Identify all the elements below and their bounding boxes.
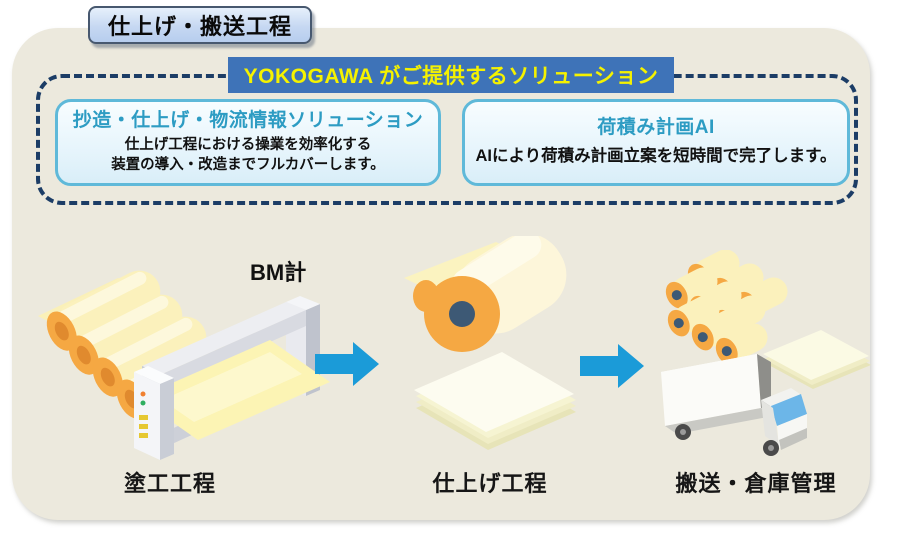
step-label-coating: 塗工工程 [123, 471, 216, 496]
solutions-banner: YOKOGAWA がご提供するソリューション [228, 57, 674, 93]
step-label-finishing: 仕上げ工程 [432, 471, 548, 496]
bm-gauge-label: BM計 [250, 260, 307, 285]
solution-card-title: 荷積み計画AI [597, 117, 715, 139]
solution-body-line: 仕上げ工程における操業を効率化する [124, 137, 372, 154]
paper-roll-icon [92, 316, 207, 397]
page-title-text: 仕上げ・搬送工程 [107, 14, 292, 39]
paper-roll-icon [46, 270, 161, 351]
solution-body-line: 装置の導入・改造までフルカバーします。 [111, 157, 385, 174]
solution-card-finishing-logistics: 抄造・仕上げ・物流情報ソリューション 仕上げ工程における操業を効率化する 装置の… [55, 99, 441, 186]
bm-gauge-machine-icon [134, 296, 330, 460]
roll-stack-sheets-truck-icon [661, 250, 871, 456]
solution-card-loading-plan-ai: 荷積み計画AI AIにより荷積み計画立案を短時間で完了します。 [462, 99, 850, 186]
step-label-transport-warehouse: 搬送・倉庫管理 [675, 471, 837, 496]
solution-card-title: 抄造・仕上げ・物流情報ソリューション [72, 109, 424, 131]
roll-stack-icon [665, 250, 788, 365]
paper-roll-icon [424, 236, 567, 352]
paper-roll-icon [68, 294, 183, 375]
solutions-banner-text: YOKOGAWA がご提供するソリューション [243, 65, 659, 88]
sheet-stack-icon [763, 330, 871, 389]
solution-card-body: AIにより荷積み計画立案を短時間で完了します。 [475, 147, 837, 166]
solution-card-body: 仕上げ工程における操業を効率化する 装置の導入・改造までフルカバーします。 [111, 135, 385, 175]
page-title: 仕上げ・搬送工程 [88, 6, 312, 44]
process-arrow-icon [315, 342, 379, 386]
paper-rolls-and-bm-gauge-icon [38, 270, 330, 460]
process-arrow-icon [580, 344, 644, 388]
truck-icon [661, 354, 807, 456]
paper-roll-and-sheet-stack-icon [404, 236, 576, 450]
sheet-stack-icon [414, 352, 576, 450]
